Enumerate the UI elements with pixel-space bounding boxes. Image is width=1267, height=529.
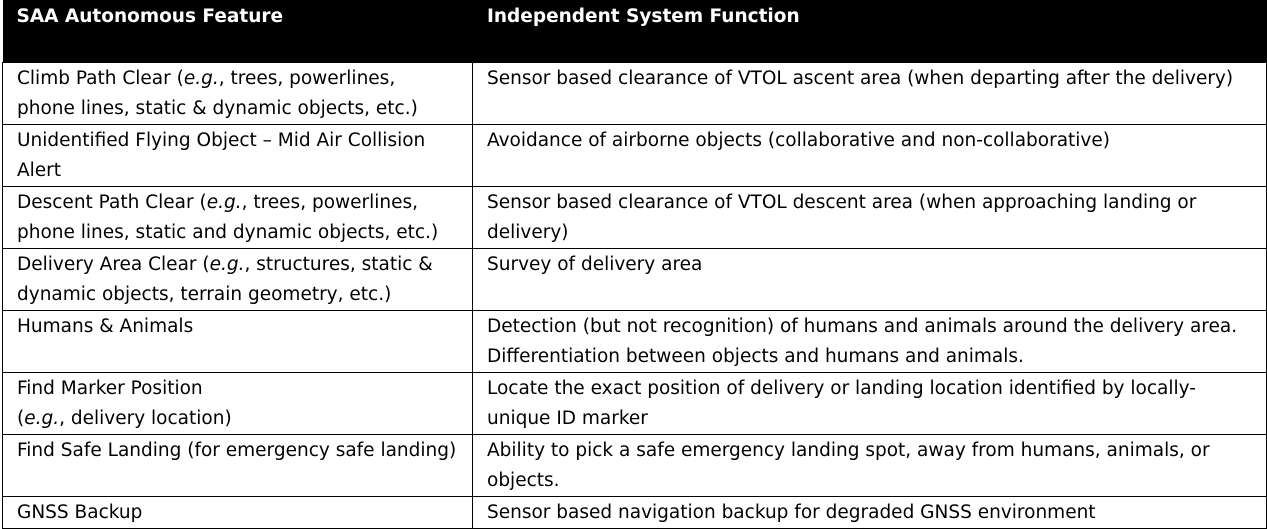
feature-cell: Find Marker Position(e.g., delivery loca… — [2, 371, 473, 435]
table-row: GNSS Backup Sensor based navigation back… — [2, 495, 1267, 529]
feature-cell: Unidentified Flying Object – Mid Air Col… — [2, 123, 473, 187]
function-cell: Ability to pick a safe emergency landing… — [472, 433, 1267, 497]
header-function: Independent System Function — [472, 0, 1267, 62]
table-row: Climb Path Clear (e.g., trees, powerline… — [2, 61, 1267, 125]
feature-cell: GNSS Backup — [2, 495, 473, 529]
function-cell: Sensor based clearance of VTOL descent a… — [472, 185, 1267, 249]
table-row: Unidentified Flying Object – Mid Air Col… — [2, 123, 1267, 187]
table-row: Descent Path Clear (e.g., trees, powerli… — [2, 185, 1267, 249]
function-cell: Sensor based navigation backup for degra… — [472, 495, 1267, 529]
feature-cell: Delivery Area Clear (e.g., structures, s… — [2, 247, 473, 311]
function-cell: Detection (but not recognition) of human… — [472, 309, 1267, 373]
table-row: Find Marker Position(e.g., delivery loca… — [2, 371, 1267, 435]
header-feature: SAA Autonomous Feature — [2, 0, 473, 62]
feature-cell: Descent Path Clear (e.g., trees, powerli… — [2, 185, 473, 249]
table-header-row: SAA Autonomous Feature Independent Syste… — [2, 0, 1267, 62]
function-cell: Sensor based clearance of VTOL ascent ar… — [472, 61, 1267, 125]
table-row: Humans & Animals Detection (but not reco… — [2, 309, 1267, 373]
feature-cell: Climb Path Clear (e.g., trees, powerline… — [2, 61, 473, 125]
feature-cell: Find Safe Landing (for emergency safe la… — [2, 433, 473, 497]
function-cell: Avoidance of airborne objects (collabora… — [472, 123, 1267, 187]
table-row: Find Safe Landing (for emergency safe la… — [2, 433, 1267, 497]
function-cell: Survey of delivery area — [472, 247, 1267, 311]
function-cell: Locate the exact position of delivery or… — [472, 371, 1267, 435]
feature-cell: Humans & Animals — [2, 309, 473, 373]
table-row: Delivery Area Clear (e.g., structures, s… — [2, 247, 1267, 311]
